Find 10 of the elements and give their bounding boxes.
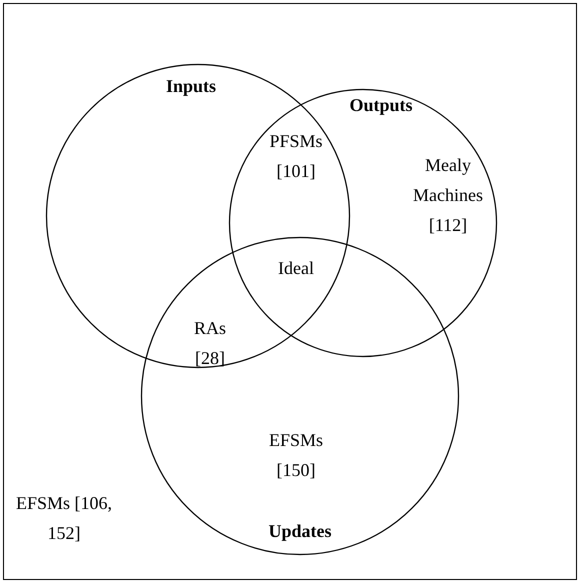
region-label: PFSMs [101] (268, 130, 324, 183)
set-title: Inputs (166, 75, 216, 98)
set-title: Outputs (349, 94, 413, 117)
region-label: Mealy Machines [112] (412, 154, 484, 237)
region-label: RAs [28] (192, 317, 227, 370)
region-label: Ideal (277, 257, 315, 280)
set-label: EFSMs [106, 152] (14, 492, 114, 545)
universe-frame (3, 3, 577, 580)
set-title: Updates (268, 520, 332, 543)
region-label: EFSMs [150] (268, 429, 324, 482)
